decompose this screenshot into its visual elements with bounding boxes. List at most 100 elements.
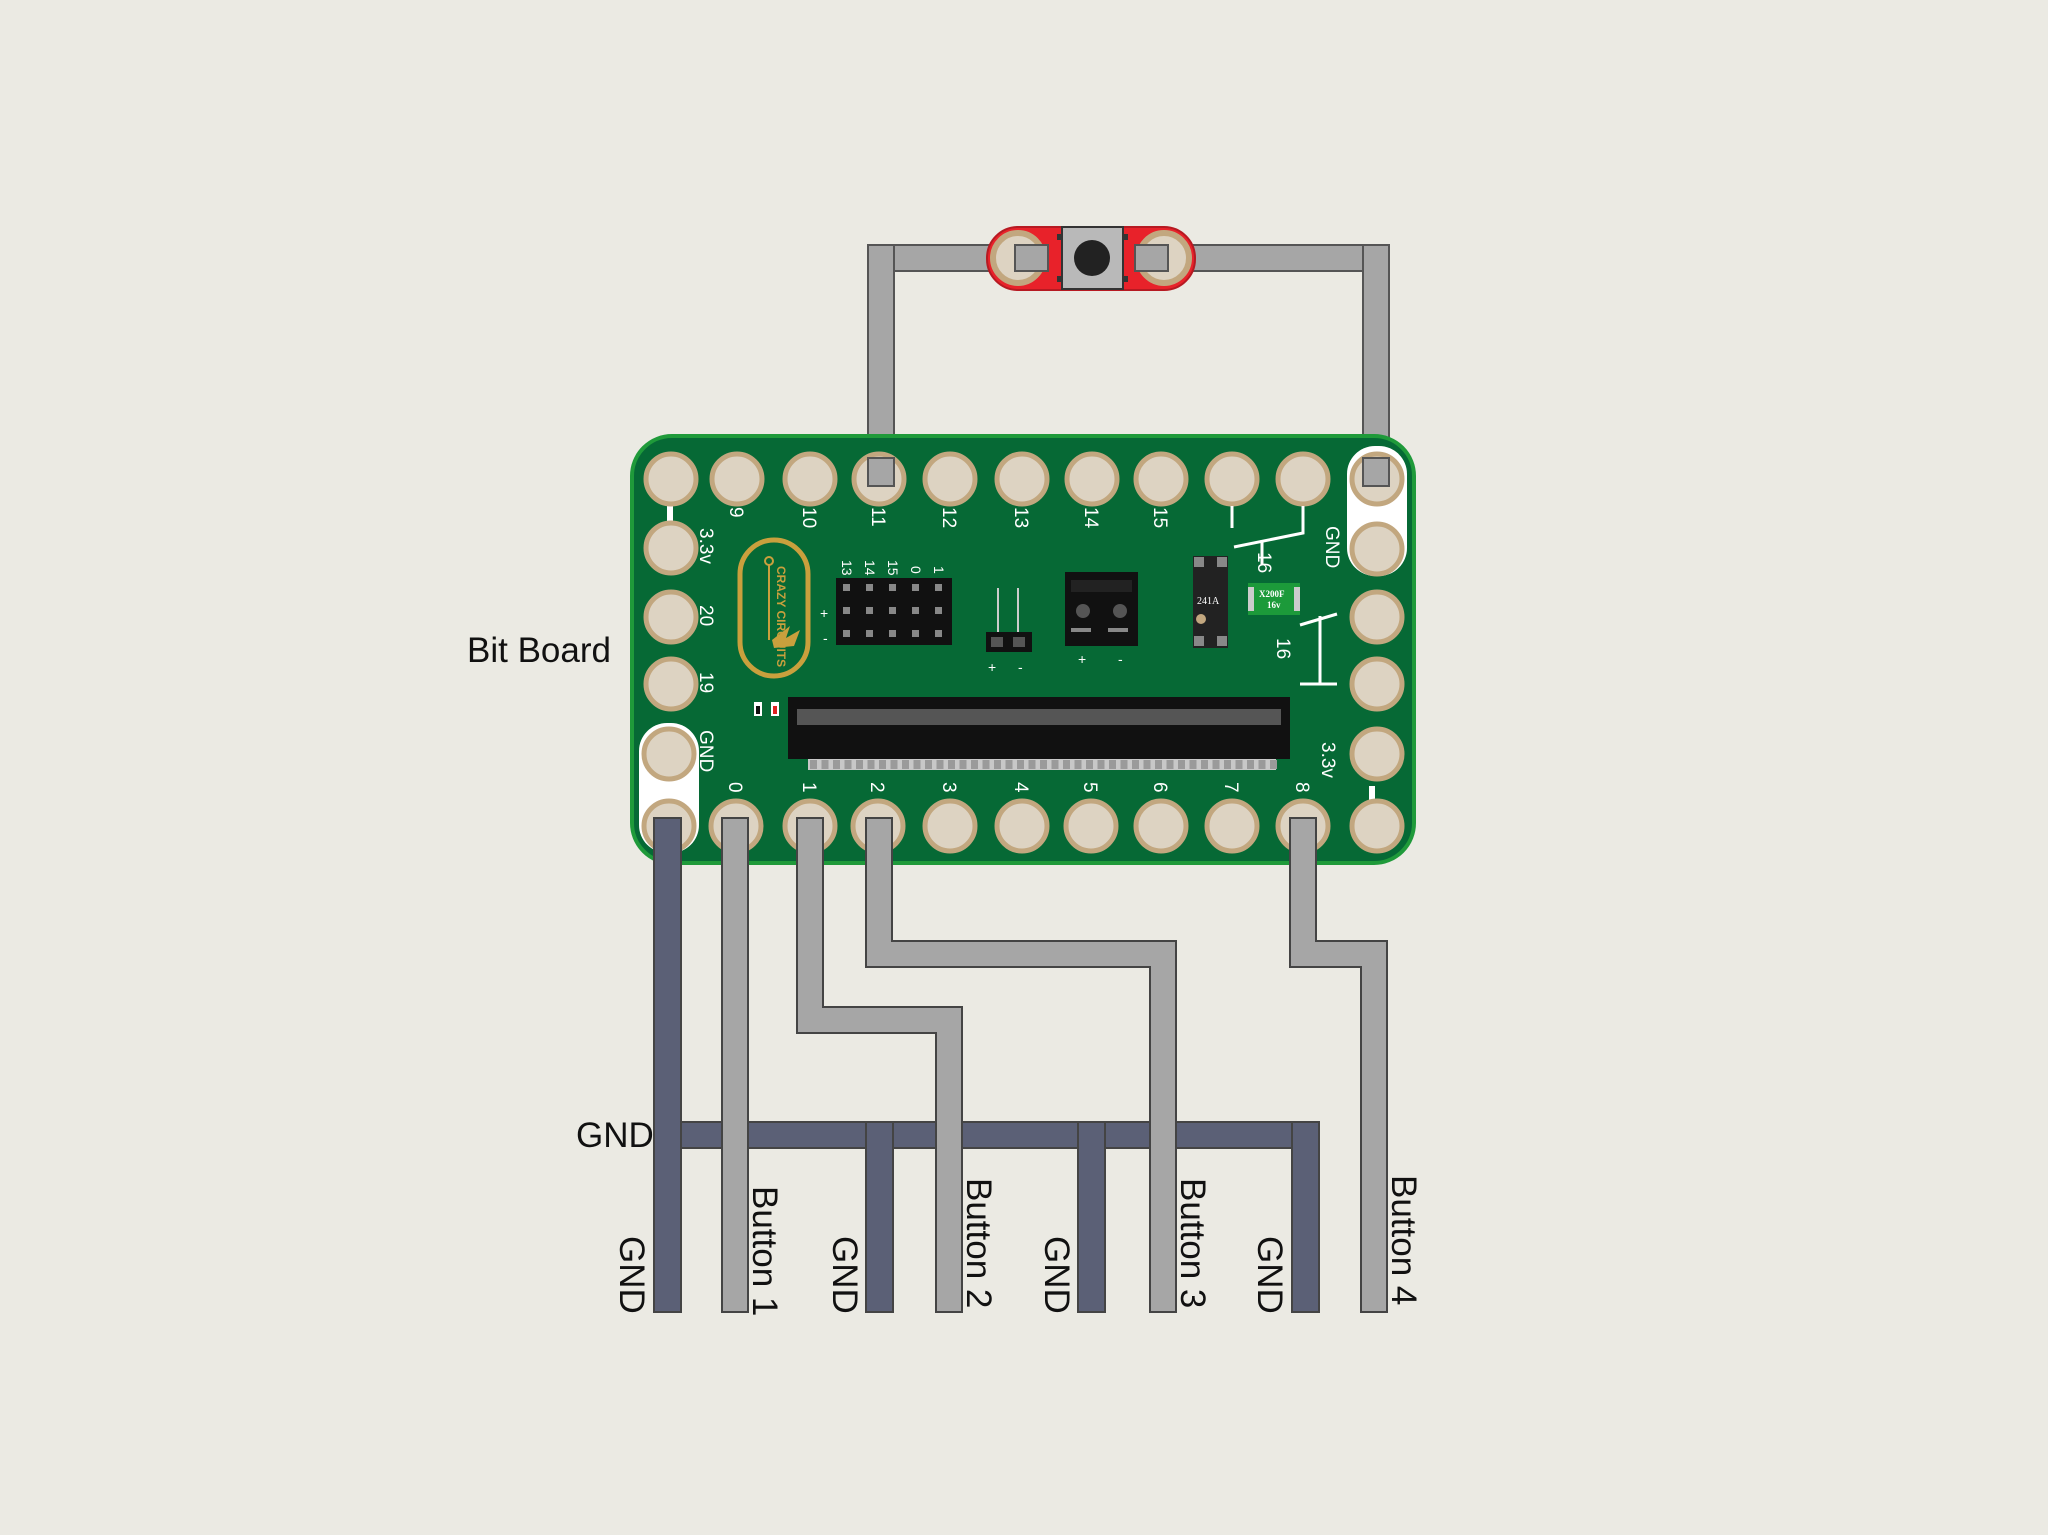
bottom-pin-label-2: 2 — [866, 782, 887, 793]
wire-label-gnd-3: GND — [1037, 1236, 1076, 1314]
connector-tooth — [936, 760, 944, 769]
connector-tooth — [1097, 760, 1105, 769]
wire-label-button-1: Button 1 — [745, 1186, 784, 1316]
button-cap-icon[interactable] — [1074, 240, 1110, 276]
wire-label-gnd-2: GND — [825, 1236, 864, 1314]
connector-tooth — [1017, 760, 1024, 769]
connector-tooth — [1132, 760, 1139, 769]
bottom-pin-label-1: 1 — [798, 782, 819, 793]
connector-tooth — [1051, 760, 1059, 769]
connector-tooth — [1166, 760, 1174, 769]
board-title: Bit Board — [467, 631, 611, 670]
connector-tooth — [1189, 760, 1197, 769]
connector-tooth — [1109, 760, 1116, 769]
fuse-label-2: 16v — [1267, 600, 1281, 610]
fuse-label-1: X200F — [1259, 589, 1285, 599]
connector-tooth — [925, 760, 932, 769]
top-pin-label-11: 11 — [867, 507, 888, 527]
bottom-pin-label-7: 7 — [1220, 782, 1241, 793]
wire-label-gnd-1: GND — [612, 1236, 651, 1314]
left-label-19: 19 — [695, 672, 716, 693]
jst-plus: + — [988, 659, 996, 675]
connector-tooth — [1212, 760, 1220, 769]
header-num-14: 14 — [862, 560, 878, 576]
wire-label-button-3: Button 3 — [1173, 1178, 1212, 1308]
header-num-0: 0 — [908, 566, 924, 574]
left-label-20: 20 — [695, 605, 716, 626]
top-pin-label-13: 13 — [1010, 507, 1031, 528]
connector-tooth — [959, 760, 967, 769]
connector-tooth — [1270, 760, 1277, 769]
regulator-chip: 241A — [1193, 556, 1228, 648]
terminal-plus: + — [1078, 651, 1086, 667]
right-pads — [1349, 521, 1405, 782]
right-label-16: 16 — [1272, 638, 1293, 659]
connector-tooth — [948, 760, 955, 769]
fuse: X200F 16v — [1248, 583, 1300, 615]
pin16-trace — [1230, 506, 1338, 686]
connector-tooth — [856, 760, 863, 769]
header-block: 13 14 15 0 1 + - — [820, 560, 952, 646]
left-label-3v3: 3.3v — [695, 528, 716, 564]
terminal-minus: - — [1118, 651, 1123, 667]
header-num-1: 1 — [931, 566, 947, 574]
connector-tooth — [1063, 760, 1070, 769]
bottom-wires — [653, 817, 1388, 1313]
top-pin-label-14: 14 — [1080, 507, 1101, 529]
bottom-pin-label-4: 4 — [1010, 782, 1031, 793]
connector-tooth — [1224, 760, 1231, 769]
header-minus: - — [823, 630, 828, 646]
connector-tooth — [1258, 760, 1266, 769]
connector-tooth — [1040, 760, 1047, 769]
top-pin-label-10: 10 — [798, 507, 819, 528]
edge-connector — [788, 697, 1290, 770]
connector-tooth — [1201, 760, 1208, 769]
connector-tooth — [1178, 760, 1185, 769]
connector-tooth — [844, 760, 852, 769]
bottom-pin-label-6: 6 — [1149, 782, 1170, 793]
connector-tooth — [1247, 760, 1254, 769]
connector-tooth — [879, 760, 886, 769]
edge-connector-teeth — [810, 760, 1277, 769]
connector-tooth — [1028, 760, 1036, 769]
bit-board: 9 10 11 12 13 14 15 16 GND 3.3v 20 19 GN… — [630, 434, 1416, 865]
top-pin-label-15: 15 — [1149, 507, 1170, 528]
screw-terminal: + - — [1065, 572, 1138, 667]
connector-tooth — [994, 760, 1001, 769]
top-pin-label-9: 9 — [725, 507, 746, 518]
top-right-gnd-label: GND — [1321, 526, 1342, 568]
wire-label-button-2: Button 2 — [959, 1178, 998, 1308]
bottom-pin-label-5: 5 — [1079, 782, 1100, 793]
connector-tooth — [1235, 760, 1243, 769]
crazy-circuits-logo: CRAZY CIRCUITS — [737, 537, 811, 679]
bottom-pin-label-8: 8 — [1291, 782, 1312, 793]
left-label-gnd: GND — [695, 730, 716, 772]
header-num-13: 13 — [839, 560, 855, 576]
gnd-bus-label: GND — [576, 1116, 654, 1155]
right-label-3v3: 3.3v — [1317, 742, 1338, 778]
connector-tooth — [1086, 760, 1093, 769]
connector-tooth — [1005, 760, 1013, 769]
connector-tooth — [890, 760, 898, 769]
connector-tooth — [821, 760, 829, 769]
connector-tooth — [902, 760, 909, 769]
connector-tooth — [1143, 760, 1151, 769]
header-num-15: 15 — [885, 560, 901, 576]
wire-label-gnd-4: GND — [1250, 1236, 1289, 1314]
chip-label: 241A — [1197, 596, 1220, 607]
top-pads — [643, 451, 1405, 507]
connector-tooth — [1120, 760, 1128, 769]
jst-connector: + - — [986, 588, 1032, 675]
bottom-pin-label-3: 3 — [938, 782, 959, 793]
bottom-pin-label-0: 0 — [724, 782, 745, 793]
connector-tooth — [833, 760, 840, 769]
connector-tooth — [1074, 760, 1082, 769]
connector-tooth — [971, 760, 978, 769]
connector-tooth — [913, 760, 921, 769]
top-pin-label-12: 12 — [938, 507, 959, 528]
wire-label-button-4: Button 4 — [1384, 1175, 1423, 1305]
header-plus: + — [820, 605, 828, 621]
connector-tooth — [867, 760, 875, 769]
jst-minus: - — [1018, 659, 1023, 675]
